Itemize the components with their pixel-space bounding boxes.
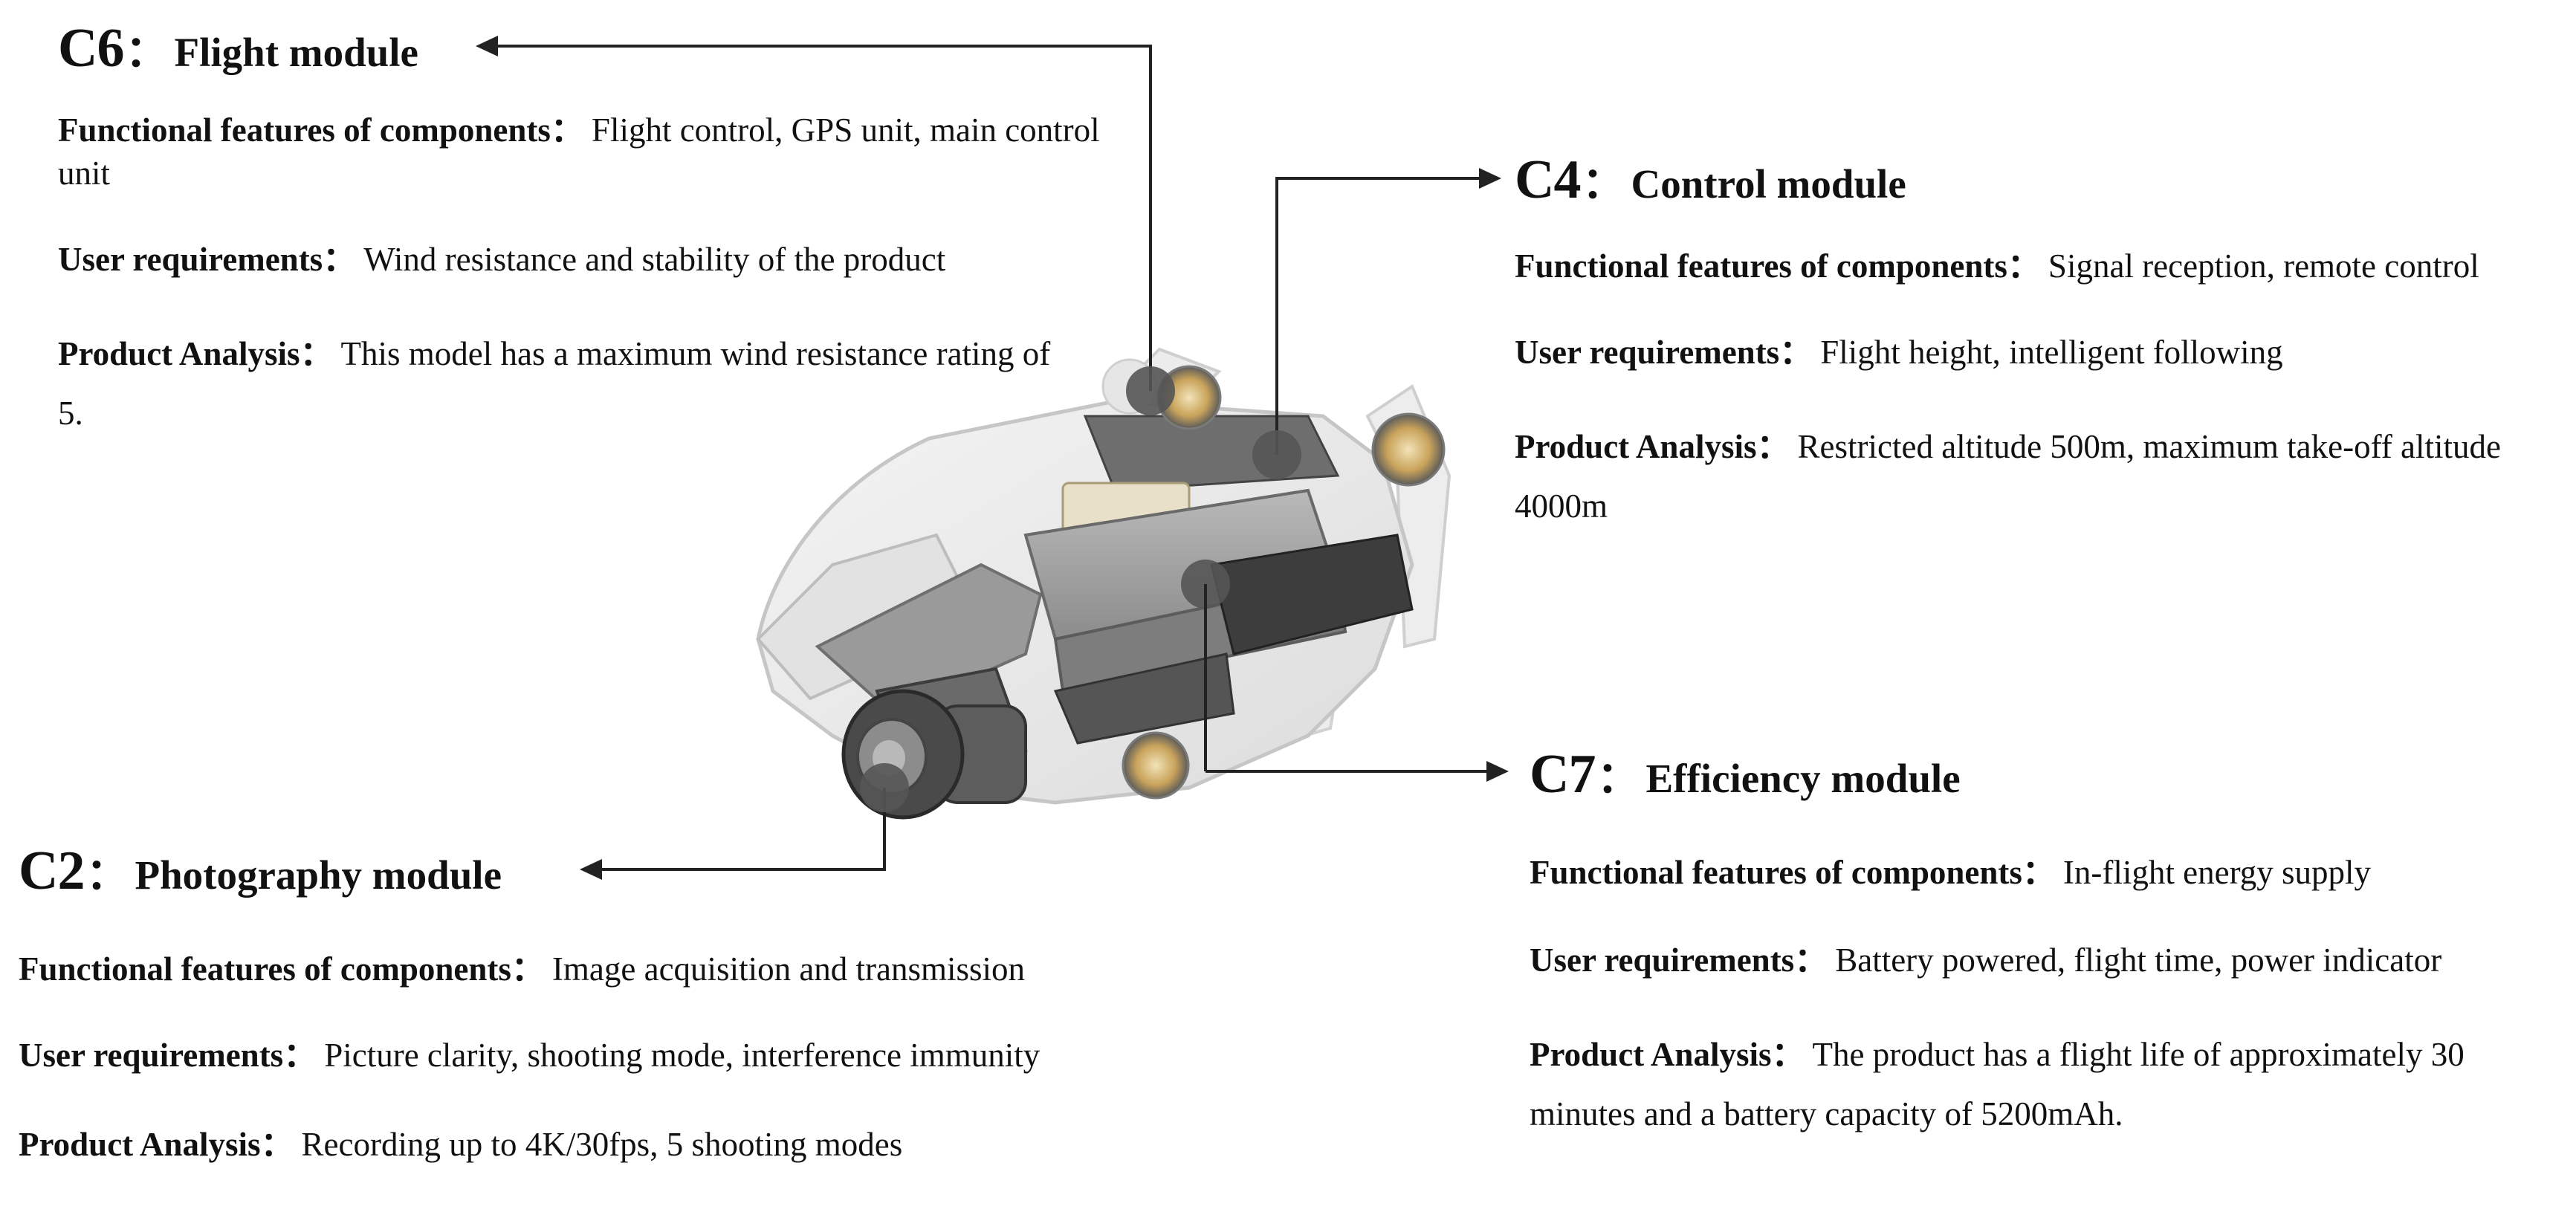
title-separator: ： — [85, 850, 129, 898]
module-title: C2：Photography module — [19, 843, 1237, 898]
requirements-label: User requirements — [1530, 942, 1795, 979]
requirements-separator: ： — [323, 241, 357, 278]
features-separator: ： — [550, 111, 584, 149]
product-analysis: Product Analysis：This model has a maximu… — [58, 324, 1054, 443]
requirements-label: User requirements — [19, 1037, 284, 1074]
requirements-separator: ： — [283, 1037, 317, 1074]
analysis-separator: ： — [300, 335, 334, 372]
analysis-separator: ： — [1756, 428, 1790, 465]
analysis-label: Product Analysis — [1530, 1036, 1772, 1073]
c4-leader-line — [1275, 177, 1490, 455]
title-separator: ： — [125, 27, 169, 76]
user-requirements: User requirements：Battery powered, fligh… — [1530, 939, 2563, 982]
requirements-label: User requirements — [58, 241, 323, 278]
analysis-text: This model has a maximum wind resistance… — [58, 335, 1051, 432]
features-separator: ： — [2007, 247, 2041, 285]
functional-features: Functional features of components：In-fli… — [1530, 851, 2563, 894]
requirements-text: Battery powered, flight time, power indi… — [1835, 942, 2442, 979]
module-name: Control module — [1631, 161, 1906, 207]
requirements-text: Wind resistance and stability of the pro… — [363, 241, 946, 278]
features-separator: ： — [511, 950, 545, 988]
module-title: C7：Efficiency module — [1530, 747, 2563, 802]
product-analysis: Product Analysis：The product has a fligh… — [1530, 1025, 2563, 1144]
analysis-label: Product Analysis — [1515, 428, 1757, 465]
features-label: Functional features of components — [1515, 247, 2007, 285]
requirements-text: Picture clarity, shooting mode, interfer… — [324, 1037, 1041, 1074]
functional-features: Functional features of components：Signal… — [1515, 244, 2540, 288]
c7-arrowhead — [1486, 761, 1509, 782]
analysis-text: Restricted altitude 500m, maximum take-o… — [1515, 428, 2501, 525]
functional-features: Functional features of components：Image … — [19, 947, 1237, 991]
module-title: C6：Flight module — [58, 21, 1121, 76]
analysis-separator: ： — [260, 1126, 294, 1163]
features-label: Functional features of components — [1530, 854, 2022, 891]
features-separator: ： — [2022, 854, 2056, 891]
title-separator: ： — [1582, 159, 1625, 207]
c6-marker — [1126, 366, 1175, 415]
module-code: C4 — [1515, 149, 1581, 210]
user-requirements: User requirements：Picture clarity, shoot… — [19, 1034, 1237, 1077]
user-requirements: User requirements：Wind resistance and st… — [58, 238, 1121, 281]
features-text: Signal reception, remote control — [2048, 247, 2479, 285]
analysis-separator: ： — [1771, 1036, 1805, 1073]
c6-leader-line — [487, 45, 1152, 391]
features-label: Functional features of components — [58, 111, 551, 149]
module-code: C2 — [19, 840, 85, 901]
title-separator: ： — [1596, 754, 1640, 802]
drone-illustration — [756, 347, 1452, 820]
c2-arrowhead — [580, 859, 602, 880]
analysis-label: Product Analysis — [58, 335, 300, 372]
analysis-label: Product Analysis — [19, 1126, 261, 1163]
user-requirements: User requirements：Flight height, intelli… — [1515, 331, 2540, 374]
c2-marker — [860, 763, 909, 812]
requirements-label: User requirements — [1515, 334, 1780, 371]
module-code: C6 — [58, 18, 124, 79]
arrowheads — [476, 36, 1509, 880]
c2-leader-line — [591, 788, 886, 871]
features-text: Flight control, GPS unit, main control u… — [58, 111, 1100, 192]
requirements-separator: ： — [1779, 334, 1813, 371]
leader-lines — [487, 45, 1498, 871]
analysis-text: The product has a flight life of approxi… — [1530, 1036, 2465, 1132]
module-c2: C2：Photography module Functional feature… — [19, 843, 1237, 1166]
module-c7: C7：Efficiency module Functional features… — [1530, 747, 2563, 1144]
features-text: In-flight energy supply — [2062, 854, 2372, 891]
module-code: C7 — [1530, 744, 1596, 805]
product-analysis: Product Analysis：Restricted altitude 500… — [1515, 417, 2540, 536]
requirements-text: Flight height, intelligent following — [1820, 334, 2283, 371]
features-label: Functional features of components — [19, 950, 511, 988]
module-name: Photography module — [135, 852, 502, 898]
component-markers — [860, 366, 1301, 812]
requirements-separator: ： — [1794, 942, 1828, 979]
c4-arrowhead — [1479, 168, 1501, 189]
functional-features: Functional features of components：Flight… — [58, 108, 1121, 195]
c6-arrowhead — [476, 36, 498, 56]
product-analysis: Product Analysis：Recording up to 4K/30fp… — [19, 1123, 1237, 1166]
features-text: Image acquisition and transmission — [551, 950, 1026, 988]
module-name: Flight module — [174, 30, 418, 75]
c4-marker — [1252, 430, 1301, 479]
module-title: C4：Control module — [1515, 152, 2540, 207]
analysis-text: Recording up to 4K/30fps, 5 shooting mod… — [301, 1126, 903, 1163]
module-name: Efficiency module — [1645, 756, 1961, 801]
module-c4: C4：Control module Functional features of… — [1515, 152, 2540, 536]
module-c6: C6：Flight module Functional features of … — [58, 21, 1121, 443]
